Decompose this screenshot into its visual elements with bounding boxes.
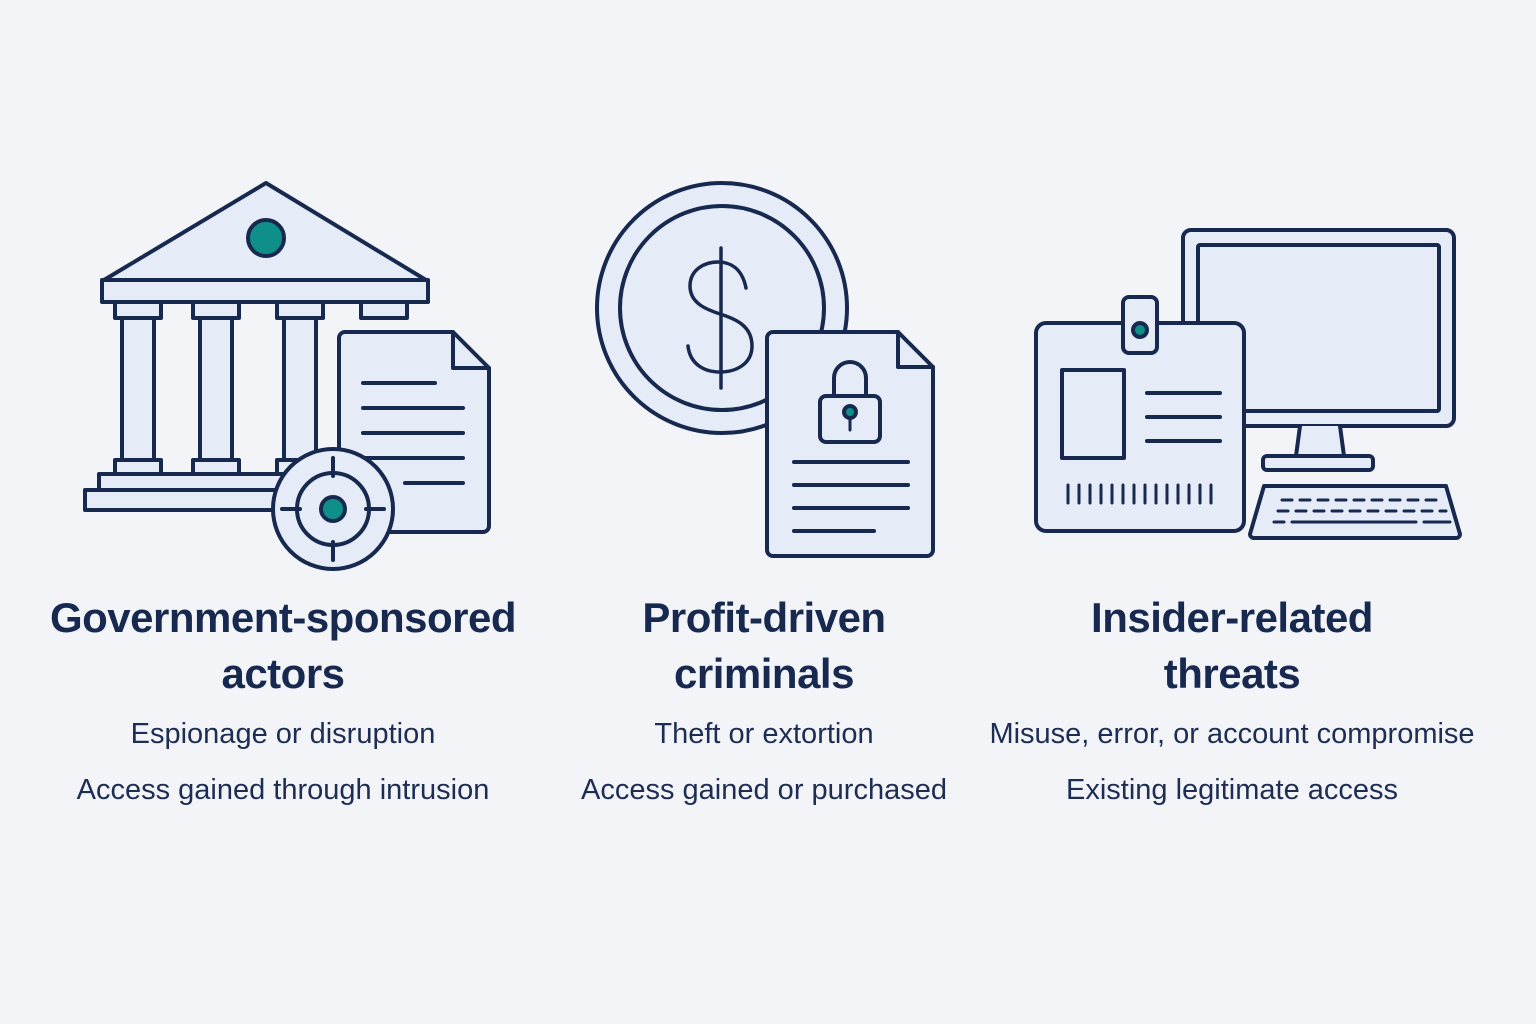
government-building-icon [83, 181, 491, 571]
insider-title: Insider-related threats [982, 590, 1482, 702]
criminals-icon-group [514, 170, 1014, 590]
building-emblem-icon [246, 218, 286, 258]
government-actors-column: Government-sponsored actors Espionage or… [33, 170, 533, 818]
government-motive-text: Espionage or disruption [130, 718, 436, 750]
insider-column: Insider-related threats Misuse, error, o… [982, 170, 1482, 818]
insider-icon-group [982, 170, 1482, 590]
criminals-column: Profit-driven criminals Theft or extorti… [514, 170, 1014, 818]
government-actors-title: Government-sponsored actors [33, 590, 533, 702]
government-title-line2: actors [221, 650, 345, 697]
insider-title-line1: Insider-related [1091, 594, 1373, 641]
criminals-title-line2: criminals [674, 650, 854, 697]
insider-motive-text: Misuse, error, or account compromise [989, 718, 1475, 750]
insider-title-line2: threats [1163, 650, 1301, 697]
criminals-motive-text: Theft or extortion [654, 718, 874, 750]
criminals-title-line1: Profit-driven [642, 594, 886, 641]
criminals-access-text: Access gained or purchased [581, 774, 947, 806]
computer-monitor-icon [1034, 228, 1462, 540]
government-icon-group [33, 170, 533, 590]
insider-access-text: Existing legitimate access [1065, 774, 1399, 806]
government-title-line1: Government-sponsored [49, 594, 517, 641]
criminals-title: Profit-driven criminals [514, 590, 1014, 702]
dollar-coin-icon [595, 181, 935, 558]
government-access-text: Access gained through intrusion [76, 774, 490, 806]
